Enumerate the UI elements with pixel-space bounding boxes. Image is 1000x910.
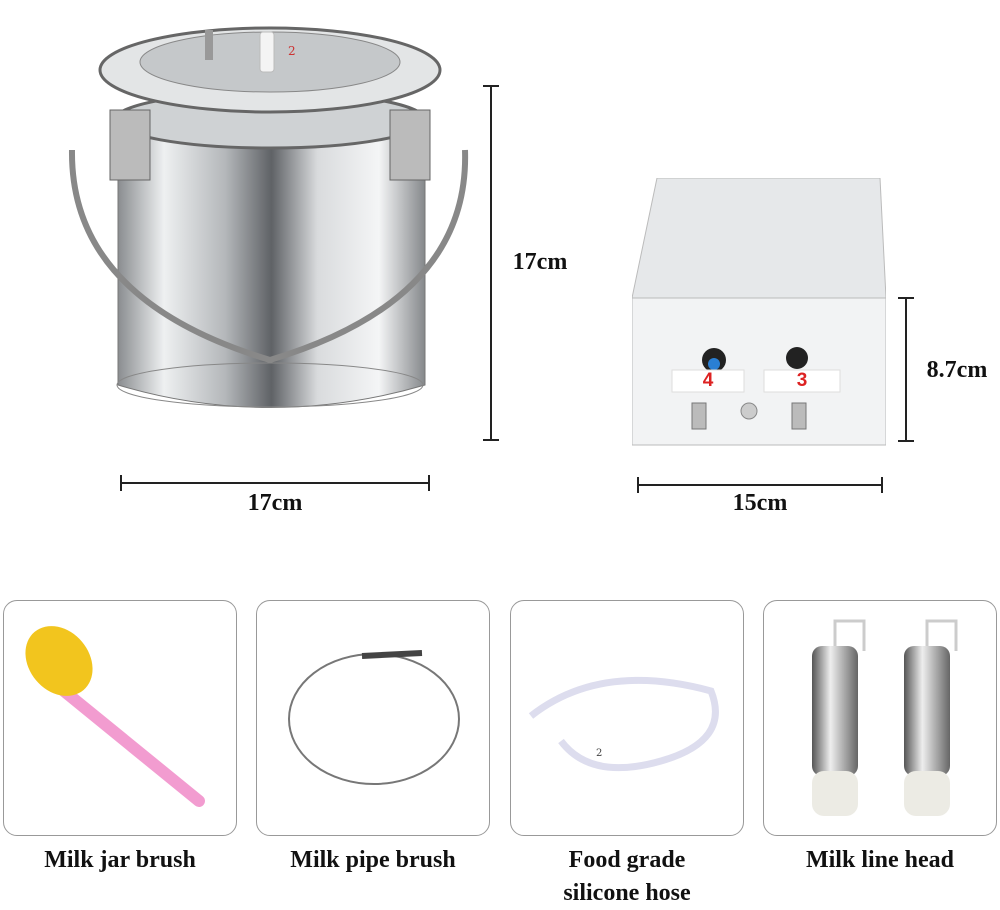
caption-silicone-hose-line2: silicone hose	[563, 880, 691, 906]
port-label-3: 3	[796, 370, 808, 391]
port-label-4: 4	[702, 370, 714, 391]
caption-milk-pipe-brush: Milk pipe brush	[290, 847, 456, 873]
pump-height-label: 8.7cm	[926, 357, 988, 383]
milk-bucket-image: 2	[60, 0, 480, 420]
silicone-hose-card: 2	[510, 600, 744, 836]
bucket-width-line	[120, 482, 430, 484]
bucket-height-label: 17cm	[512, 249, 568, 275]
pump-height-line	[905, 297, 907, 442]
vacuum-pump-box: 4 3	[631, 177, 887, 446]
lid-mark: 2	[288, 44, 296, 58]
caption-milk-line-head: Milk line head	[805, 847, 955, 873]
milk-line-head-card	[763, 600, 997, 836]
pump-width-line	[637, 484, 883, 486]
bucket-height-line	[490, 85, 492, 441]
milk-jar-brush-card	[3, 600, 237, 836]
bucket-width-label: 17cm	[247, 490, 303, 516]
caption-silicone-hose-line1: Food grade	[568, 847, 686, 873]
milk-pipe-brush-card	[256, 600, 490, 836]
pump-width-label: 15cm	[732, 490, 788, 516]
hose-mark: 2	[596, 748, 602, 759]
caption-milk-jar-brush: Milk jar brush	[44, 847, 196, 873]
